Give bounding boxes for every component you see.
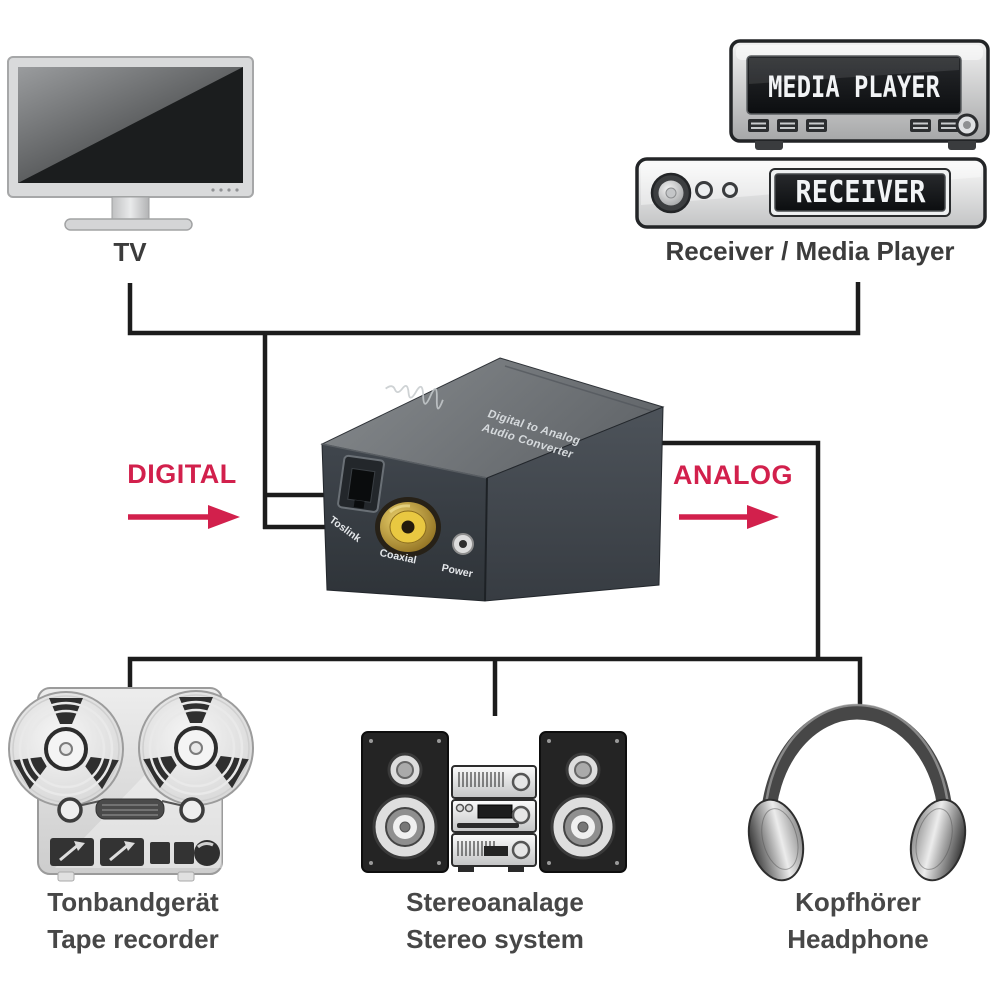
cable-analog-out	[650, 440, 821, 661]
tape-reel-left	[8, 691, 124, 807]
tape-transport	[57, 797, 205, 823]
stereo-system-label-de: Stereoanalage	[406, 887, 584, 917]
tape-buttons	[50, 838, 220, 866]
media-player-buttons	[748, 113, 979, 137]
power-port	[452, 533, 474, 555]
cables	[127, 282, 863, 716]
headphone-illustration	[747, 703, 967, 882]
headphone-label-en: Headphone	[787, 924, 929, 954]
toslink-port	[337, 454, 385, 513]
receiver-display-text: RECEIVER	[795, 175, 926, 210]
tv-label: TV	[113, 237, 147, 267]
tv-stand-base	[64, 218, 193, 231]
headphone-label: Kopfhörer Headphone	[728, 884, 988, 958]
media-player-foot	[948, 141, 976, 150]
tape-reel-right	[138, 690, 254, 806]
brand-marking	[385, 385, 444, 410]
headphone-label-de: Kopfhörer	[795, 887, 921, 917]
tv-control-dots	[211, 188, 239, 192]
stereo-speaker-right	[539, 731, 627, 873]
headphone-cup-right	[909, 798, 967, 882]
digital-label: DIGITAL	[127, 459, 237, 489]
tape-recorder-label-de: Tonbandgerät	[47, 887, 219, 917]
stereo-speaker-left	[361, 731, 449, 873]
tv-screen-glare	[18, 67, 243, 183]
stereo-system-label: Stereoanalage Stereo system	[355, 884, 635, 958]
media-player-display-panel	[746, 55, 962, 115]
stereo-center-stack	[451, 765, 537, 872]
coaxial-port	[375, 497, 441, 557]
headphone-band	[760, 704, 954, 834]
receiver-button	[695, 181, 713, 199]
analog-label: ANALOG	[673, 460, 793, 490]
stereo-system-illustration	[361, 731, 627, 873]
tape-recorder-label-en: Tape recorder	[47, 924, 219, 954]
cable-tv-receiver-bus	[127, 282, 861, 336]
signal-arrows	[128, 505, 779, 529]
tv-illustration	[7, 56, 254, 231]
media-player-display-text: MEDIA PLAYER	[768, 70, 940, 104]
converter-illustration	[320, 357, 665, 602]
receiver-button	[722, 182, 738, 198]
tv-stand-neck	[111, 196, 150, 221]
tape-recorder-illustration	[8, 687, 254, 882]
receiver-display-panel	[774, 173, 946, 212]
analog-arrow-head	[747, 505, 779, 529]
receiver-illustration	[635, 157, 987, 229]
headphone-cup-left	[747, 798, 805, 882]
tape-recorder-label: Tonbandgerät Tape recorder	[8, 884, 258, 958]
sources-label: Receiver / Media Player	[665, 236, 955, 266]
stereo-system-label-en: Stereo system	[406, 924, 584, 954]
media-player-foot	[755, 141, 783, 150]
digital-arrow-head	[208, 505, 240, 529]
media-player-illustration	[729, 39, 990, 150]
